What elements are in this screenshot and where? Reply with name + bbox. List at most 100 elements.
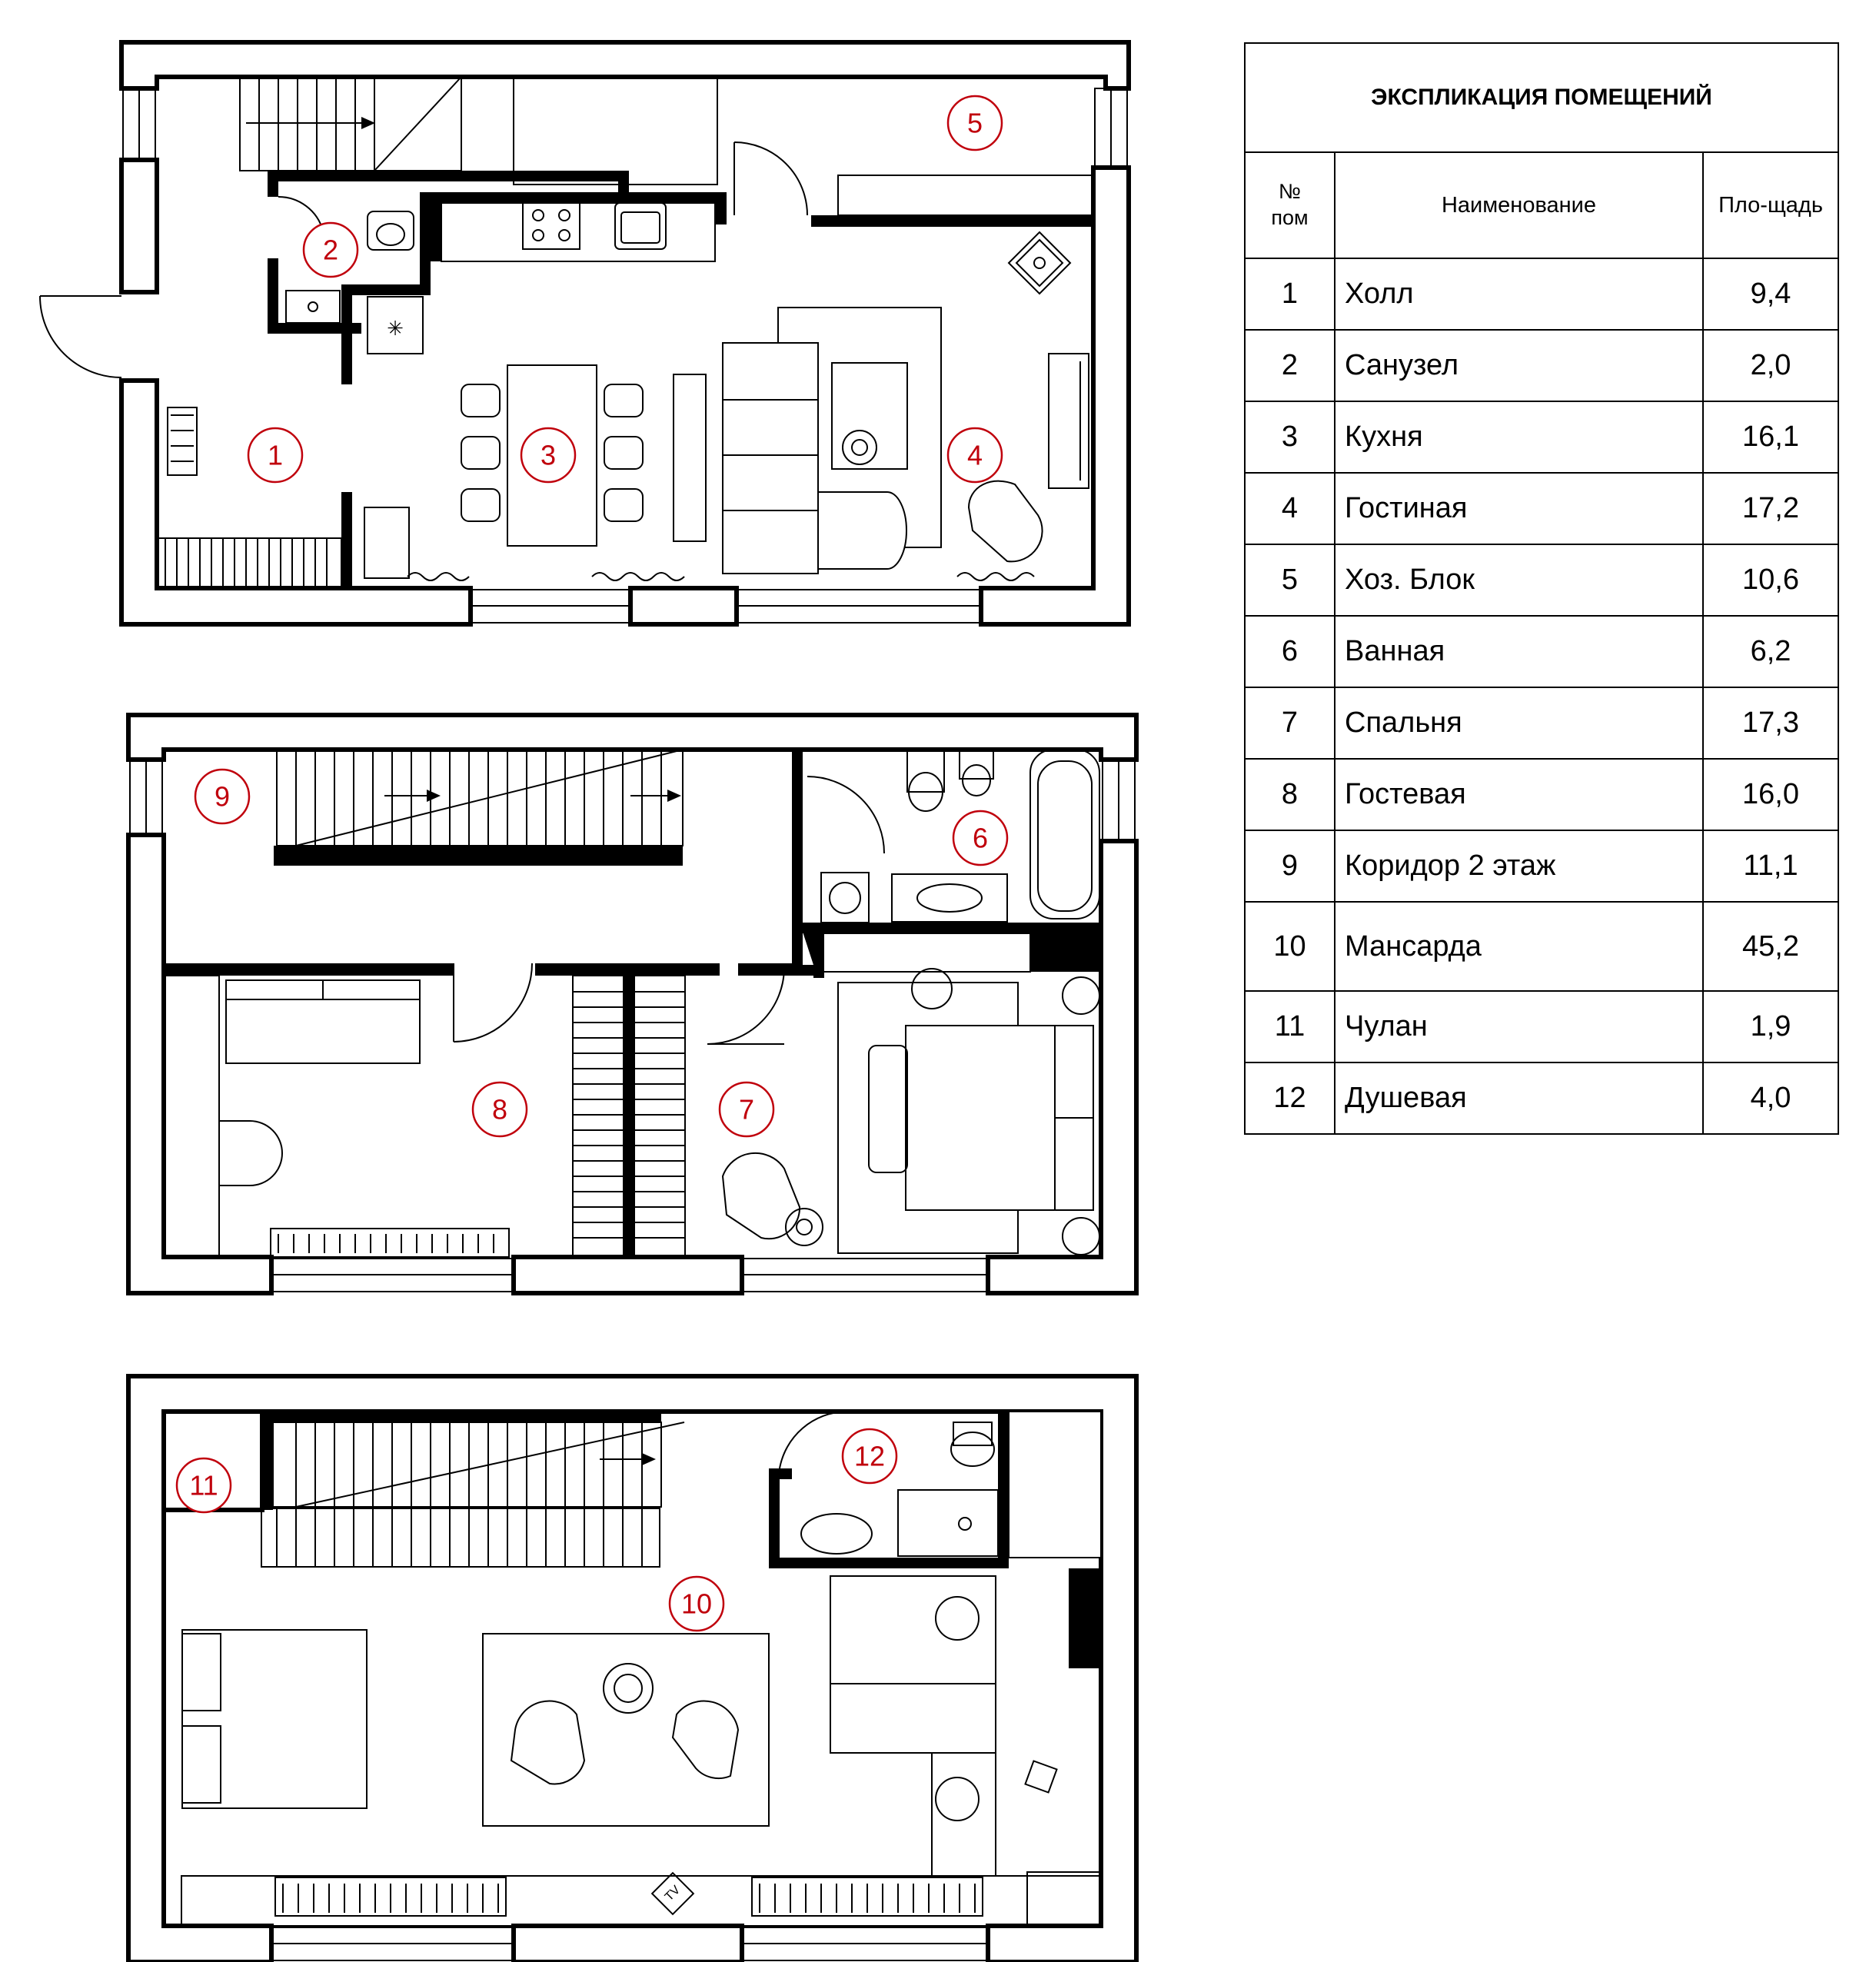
row-area: 17,3 <box>1701 687 1840 760</box>
row-number: 7 <box>1244 687 1335 760</box>
row-name: Коридор 2 этаж <box>1334 830 1704 903</box>
room-marker-7: 7 <box>718 1081 775 1138</box>
floor-2-guest-furniture <box>163 965 634 1258</box>
svg-text:9: 9 <box>215 781 230 813</box>
tv-label: TV <box>663 1884 684 1904</box>
floor-3-plan: TV <box>126 1374 1139 1962</box>
row-number: 5 <box>1244 544 1335 617</box>
svg-text:7: 7 <box>739 1094 754 1126</box>
floor-1-outer-wall-left-lower <box>119 378 473 627</box>
svg-text:11: 11 <box>189 1470 218 1501</box>
row-area: 11,1 <box>1701 830 1840 903</box>
row-number: 6 <box>1244 615 1335 688</box>
row-area: 45,2 <box>1701 901 1840 992</box>
row-number: 10 <box>1244 901 1335 992</box>
floor-1-outer-wall-right <box>979 165 1131 627</box>
room-marker-2: 2 <box>302 221 359 278</box>
table-title: ЭКСПЛИКАЦИЯ ПОМЕЩЕНИЙ <box>1243 42 1840 153</box>
room-marker-6: 6 <box>952 810 1009 866</box>
header-room-area: Пло-щадь <box>1701 151 1840 259</box>
floor-3-furniture: TV <box>181 1575 1102 1927</box>
header-room-name: Наименование <box>1334 151 1704 259</box>
floor-1-kitchen-units <box>441 202 716 262</box>
row-number: 8 <box>1244 758 1335 831</box>
row-area: 4,0 <box>1701 1062 1840 1135</box>
floor-1-living-furniture <box>407 231 1089 581</box>
svg-text:5: 5 <box>967 108 983 139</box>
row-name: Гостевая <box>1334 758 1704 831</box>
svg-text:12: 12 <box>854 1441 885 1472</box>
svg-text:2: 2 <box>323 234 338 266</box>
floor-1-stairs <box>239 76 462 171</box>
svg-text:10: 10 <box>681 1588 712 1620</box>
row-area: 9,4 <box>1701 258 1840 331</box>
svg-text:1: 1 <box>268 440 283 471</box>
floor-1-outer-wall-bottom-mid <box>628 586 739 627</box>
floor-3-outer-wall <box>126 1374 1139 1962</box>
floor-1-plan: ✳ <box>39 40 1131 627</box>
row-number: 11 <box>1244 990 1335 1063</box>
row-area: 10,6 <box>1701 544 1840 617</box>
row-name: Спальня <box>1334 687 1704 760</box>
svg-text:6: 6 <box>973 823 988 854</box>
room-marker-3: 3 <box>520 427 577 484</box>
room-marker-1: 1 <box>247 427 304 484</box>
row-name: Хоз. Блок <box>1334 544 1704 617</box>
floor-3-stairs <box>261 1422 685 1568</box>
floor-1-outer-wall-left-upper <box>119 158 159 294</box>
row-name: Ванная <box>1334 615 1704 688</box>
floor-plans: ✳ <box>39 40 1139 1962</box>
row-name: Гостиная <box>1334 472 1704 545</box>
floor-2-stairs <box>274 749 684 866</box>
floor-2-outer-wall-bottom-mid <box>511 1255 744 1295</box>
room-marker-9: 9 <box>194 768 251 825</box>
floor-2-plan <box>126 713 1139 1295</box>
floor-1-hall-furniture <box>156 407 410 589</box>
svg-text:4: 4 <box>967 440 983 471</box>
floor-1-doors <box>513 76 1093 216</box>
row-number: 12 <box>1244 1062 1335 1135</box>
floor-2-bedroom-furniture <box>634 933 1100 1258</box>
floor-3-shower-fixtures <box>779 1411 999 1557</box>
row-name: Санузел <box>1334 329 1704 402</box>
row-area: 6,2 <box>1701 615 1840 688</box>
floor-1-outer-wall-top <box>119 40 1131 91</box>
row-area: 16,0 <box>1701 758 1840 831</box>
row-area: 17,2 <box>1701 472 1840 545</box>
row-area: 1,9 <box>1701 990 1840 1063</box>
row-area: 16,1 <box>1701 401 1840 474</box>
svg-text:✳: ✳ <box>387 318 404 341</box>
row-number: 9 <box>1244 830 1335 903</box>
row-name: Чулан <box>1334 990 1704 1063</box>
room-marker-5: 5 <box>946 95 1003 151</box>
room-marker-11: 11 <box>175 1457 232 1514</box>
floor-2-outer-wall-right <box>986 839 1139 1295</box>
room-marker-10: 10 <box>668 1575 725 1632</box>
row-number: 3 <box>1244 401 1335 474</box>
row-name: Кухня <box>1334 401 1704 474</box>
row-number: 2 <box>1244 329 1335 402</box>
floor-2-internal-walls <box>164 750 1103 978</box>
row-number: 1 <box>1244 258 1335 331</box>
floor-2-bathroom-fixtures <box>820 749 1100 923</box>
row-name: Душевая <box>1334 1062 1704 1135</box>
floor-1-windows <box>122 88 1128 624</box>
room-marker-12: 12 <box>841 1428 898 1485</box>
floor-3-outer-wall-bottom-mid <box>511 1924 744 1962</box>
svg-text:8: 8 <box>492 1094 507 1126</box>
floor-2-windows <box>129 759 1136 1292</box>
row-name: Мансарда <box>1334 901 1704 992</box>
floor-3-windows <box>271 1927 989 1961</box>
